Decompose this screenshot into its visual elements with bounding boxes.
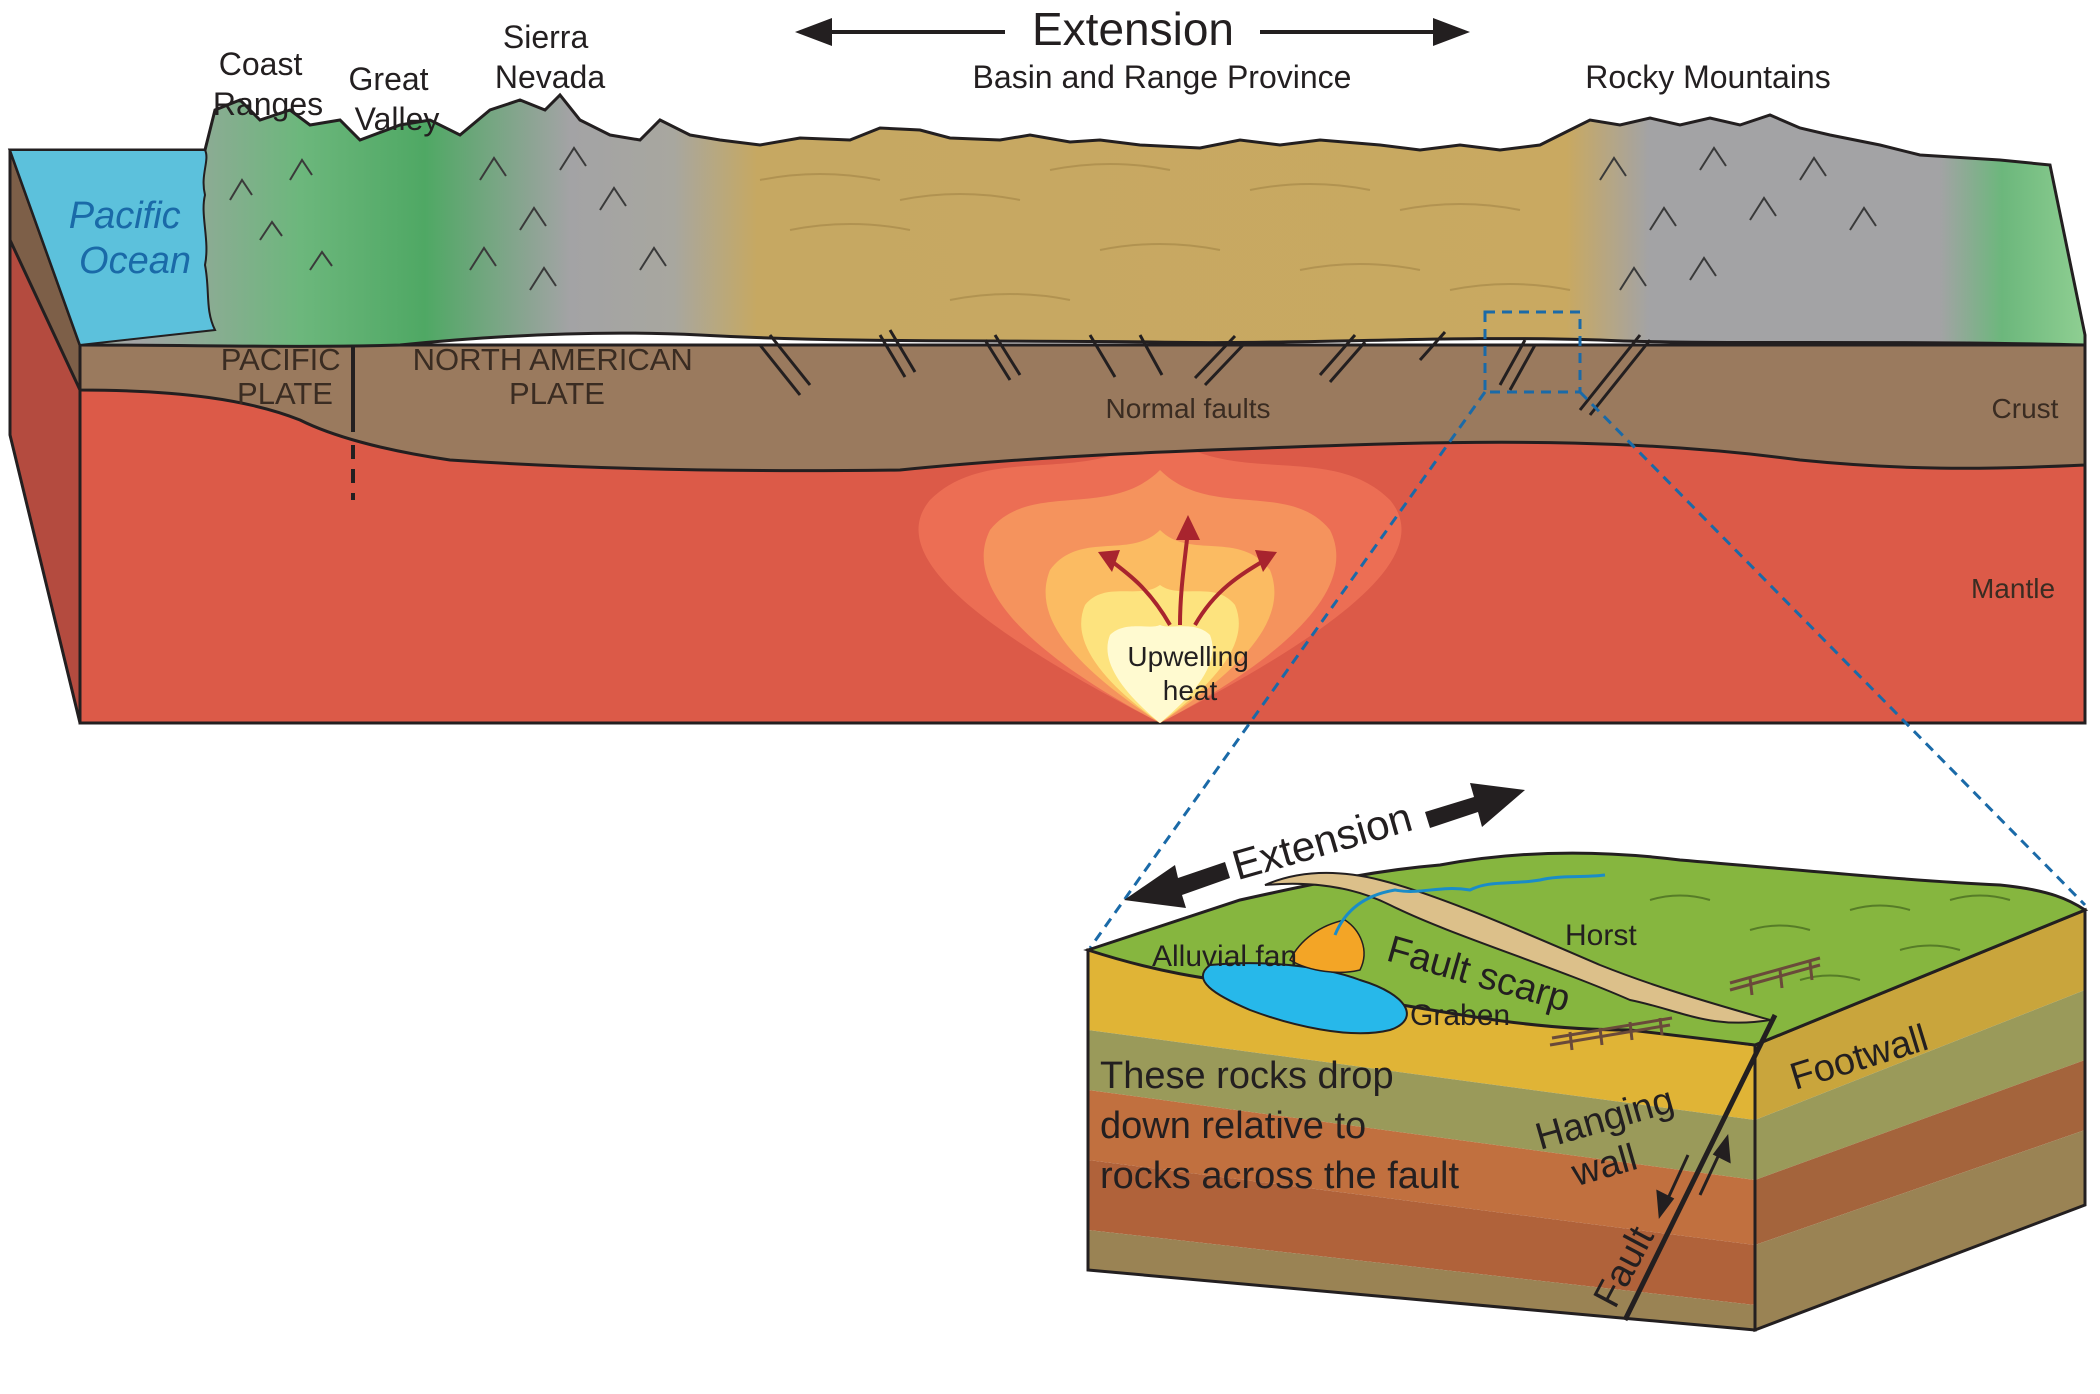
inset-right-layer-3 [1755, 1060, 2085, 1245]
label-rocks-drop: These rocks drop down relative to rocks … [1100, 1055, 1459, 1197]
mountain-texture [229, 146, 1877, 291]
basin-texture [759, 163, 1571, 301]
label-mantle: Mantle [1971, 573, 2055, 604]
land-surface [7, 92, 2087, 348]
label-sierra-nevada: Sierra Nevada [495, 19, 606, 95]
normal-fault-marks [758, 329, 1652, 416]
label-upwelling-heat: Upwelling heat [1127, 641, 1256, 706]
label-great-valley: Great Valley [349, 61, 440, 137]
inset-right-layer-2 [1755, 990, 2085, 1180]
label-pacific-plate: PACIFIC PLATE [221, 342, 350, 411]
label-normal-faults: Normal faults [1106, 393, 1271, 424]
main-block [7, 92, 2087, 949]
inset-grass-texture [1649, 894, 2011, 981]
inset-front-layer-4 [1088, 1160, 1755, 1305]
upwelling-heat [918, 430, 1402, 723]
label-pacific-ocean: Pacific Ocean [69, 195, 191, 282]
label-graben: Graben [1410, 999, 1510, 1032]
label-alluvial-fan: Alluvial fan [1152, 940, 1297, 973]
inset-front-layer-2 [1088, 1030, 1755, 1180]
label-coast-ranges: Coast Ranges [213, 46, 323, 122]
inset-selection-box [1483, 310, 1582, 394]
inset-alluvial-fan [1289, 919, 1365, 974]
inset-block: Extension Alluvial fan Fault scarp Horst… [1083, 783, 2089, 1333]
crust-layer [78, 343, 2087, 473]
inset-front-layer-3 [1088, 1090, 1755, 1245]
label-rocky-mountains: Rocky Mountains [1585, 59, 1830, 95]
inset-right-layer-1 [1755, 910, 2085, 1120]
inset-front-layer-5 [1088, 1230, 1755, 1330]
pacific-ocean [8, 149, 217, 347]
inset-fault-line [1622, 1013, 1778, 1322]
label-basin-range: Basin and Range Province [973, 59, 1352, 95]
inset-river [1333, 873, 1606, 936]
extension-title: Extension [1032, 3, 1234, 55]
label-horst: Horst [1565, 919, 1637, 952]
label-crust: Crust [1992, 393, 2059, 424]
inset-railroad [1549, 956, 1821, 1051]
label-north-american-plate: NORTH AMERICAN PLATE [413, 342, 702, 411]
extension-arrow-top: Extension [795, 3, 1470, 55]
inset-right-layer-4 [1755, 1130, 2085, 1330]
inset-fault-arrows [1656, 1133, 1731, 1220]
